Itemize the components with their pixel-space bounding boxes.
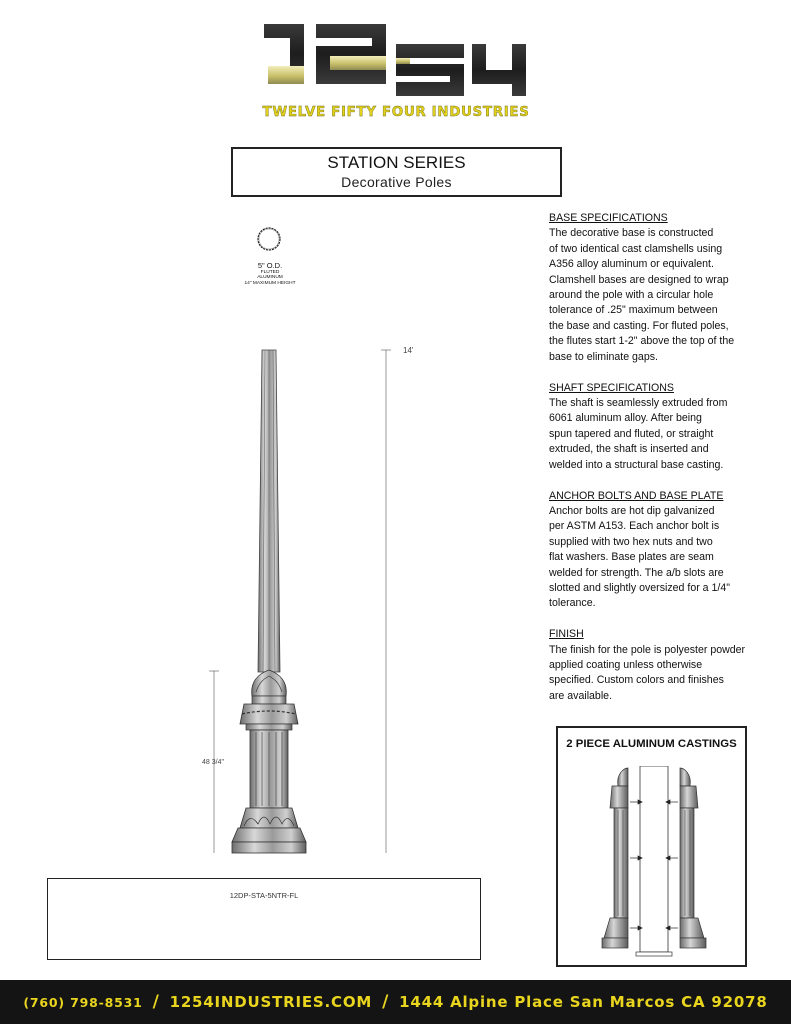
part-number-box: 12DP-STA-5NTR-FL (47, 878, 481, 960)
footer-contact-bar: (760) 798-8531 / 1254INDUSTRIES.COM / 14… (0, 980, 791, 1024)
footer-separator: / (382, 992, 390, 1012)
spec-line: welded into a structural base casting. (549, 458, 724, 471)
spec-line: A356 alloy aluminum or equivalent. (549, 258, 714, 271)
spec-heading: ANCHOR BOLTS AND BASE PLATE (549, 489, 724, 502)
specifications: BASE SPECIFICATIONS The decorative base … (549, 211, 759, 720)
spec-line: welded for strength. The a/b slots are (549, 566, 724, 579)
spec-line: The decorative base is constructed (549, 227, 714, 240)
spec-shaft: SHAFT SPECIFICATIONS The shaft is seamle… (549, 381, 759, 473)
spec-heading: SHAFT SPECIFICATIONS (549, 381, 674, 394)
spec-line: base to eliminate gaps. (549, 350, 658, 363)
spec-line: Anchor bolts are hot dip galvanized (549, 504, 715, 517)
od-line-2: ALUMINUM (257, 275, 283, 281)
spec-base: BASE SPECIFICATIONS The decorative base … (549, 211, 759, 365)
company-tagline: TWELVE FIFTY FOUR INDUSTRIES (262, 104, 530, 120)
spec-line: slotted and slightly oversized for a 1/4… (549, 581, 731, 594)
spec-line: supplied with two hex nuts and two (549, 535, 713, 548)
cross-section-label: 5" O.D. FLUTED ALUMINUM 14" MAXIMUM HEIG… (230, 262, 310, 287)
spec-line: tolerance of .25" maximum between (549, 304, 718, 317)
spec-line: spun tapered and fluted, or straight (549, 427, 714, 440)
pole-height-label: 14' (403, 346, 414, 355)
footer-website-link[interactable]: 1254INDUSTRIES.COM (169, 993, 373, 1011)
spec-line: The shaft is seamlessly extruded from (549, 396, 728, 409)
spec-line: per ASTM A153. Each anchor bolt is (549, 520, 720, 533)
company-logo (264, 24, 526, 96)
spec-line: are available. (549, 689, 613, 702)
spec-line: applied coating unless otherwise (549, 659, 703, 672)
series-title: STATION SERIES (327, 153, 466, 172)
spec-line: specified. Custom colors and finishes (549, 674, 724, 687)
spec-line: tolerance. (549, 597, 596, 610)
footer-phone[interactable]: (760) 798-8531 (23, 994, 143, 1010)
pole-drawing (209, 349, 391, 854)
od-line-1: FLUTED (260, 269, 280, 275)
spec-line: of two identical cast clamshells using (549, 242, 723, 255)
base-height-label: 48 3/4" (202, 759, 224, 766)
footer-address: 1444 Alpine Place San Marcos CA 92078 (399, 993, 768, 1011)
spec-finish: FINISH The finish for the pole is polyes… (549, 627, 759, 704)
spec-heading: BASE SPECIFICATIONS (549, 212, 668, 224)
fluted-cross-section-icon (257, 227, 281, 251)
spec-line: the flutes start 1-2" above the top of t… (549, 335, 735, 348)
title-box: STATION SERIES Decorative Poles (231, 147, 562, 197)
spec-anchor-bolts: ANCHOR BOLTS AND BASE PLATE Anchor bolts… (549, 489, 759, 612)
castings-title: 2 PIECE ALUMINUM CASTINGS (566, 738, 737, 750)
part-number: 12DP-STA-5NTR-FL (229, 891, 299, 900)
spec-line: The finish for the pole is polyester pow… (549, 643, 746, 656)
clamshell-castings-drawing (601, 766, 707, 957)
series-subtitle: Decorative Poles (341, 174, 452, 190)
spec-line: 6061 aluminum alloy. After being (549, 412, 702, 425)
spec-line: around the pole with a circular hole (549, 289, 714, 302)
spec-line: the base and casting. For fluted poles, (549, 319, 729, 332)
spec-line: extruded, the shaft is inserted and (549, 443, 709, 456)
spec-line: flat washers. Base plates are seam (549, 551, 714, 564)
castings-box: 2 PIECE ALUMINUM CASTINGS (556, 726, 747, 967)
footer-separator: / (152, 992, 160, 1012)
od-size: 5" O.D. (257, 261, 283, 270)
spec-heading: FINISH (549, 628, 584, 641)
spec-line: Clamshell bases are designed to wrap (549, 273, 729, 286)
od-line-3: 14" MAXIMUM HEIGHT (244, 281, 296, 287)
